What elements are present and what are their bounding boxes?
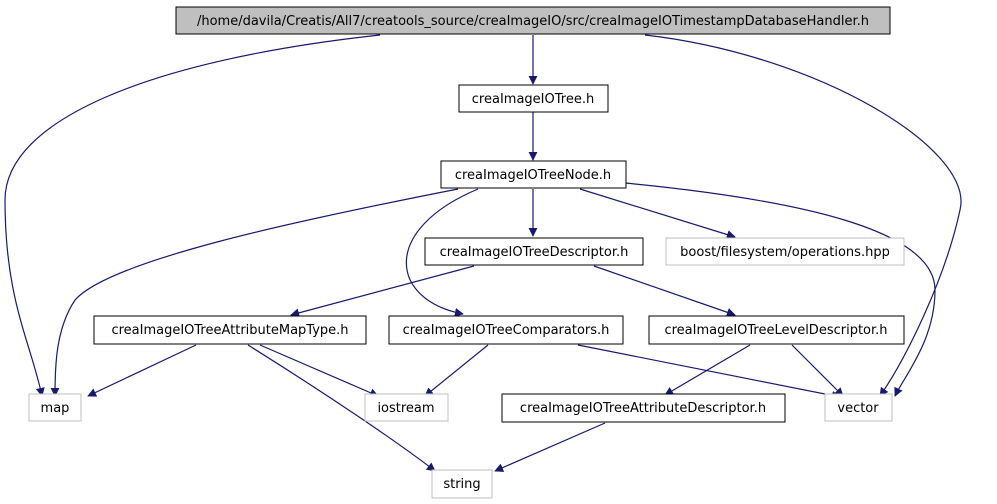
edge-comparators-vector [577, 344, 841, 400]
node-tree[interactable]: creaImageIOTree.h [458, 84, 609, 113]
node-root-file[interactable]: /home/davila/Creatis/All7/creatools_sour… [175, 6, 891, 35]
edge-attrmaptype-iostream [259, 344, 379, 397]
edge-leveldesc-vector [791, 344, 844, 397]
node-comparators-label: creaImageIOTreeComparators.h [403, 323, 610, 338]
edge-treenode-comparators [405, 188, 479, 317]
node-leveldesc[interactable]: creaImageIOTreeLevelDescriptor.h [648, 315, 905, 345]
node-comparators[interactable]: creaImageIOTreeComparators.h [388, 315, 624, 345]
node-map: map [28, 393, 82, 422]
node-iostream: iostream [364, 393, 449, 422]
node-boost-label: boost/filesystem/operations.hpp [680, 245, 890, 260]
node-string-label: string [443, 477, 480, 492]
node-boost: boost/filesystem/operations.hpp [665, 237, 905, 266]
node-map-label: map [41, 401, 70, 416]
edges [4, 34, 962, 472]
node-vector-label: vector [837, 401, 879, 416]
node-attrdesc[interactable]: creaImageIOTreeAttributeDescriptor.h [501, 393, 786, 423]
edge-treenode-boost [579, 188, 736, 239]
node-attrdesc-label: creaImageIOTreeAttributeDescriptor.h [520, 401, 766, 416]
edge-comparators-iostream [424, 344, 489, 397]
node-tree-label: creaImageIOTree.h [472, 92, 594, 107]
edge-attrmaptype-map [87, 344, 197, 397]
edge-attrdesc-string [494, 422, 606, 472]
node-iostream-label: iostream [377, 401, 434, 416]
edge-treenode-map [50, 188, 459, 397]
node-vector: vector [824, 393, 893, 422]
edge-root-vector [644, 34, 962, 397]
edge-treenode-vector [624, 182, 936, 397]
node-descriptor[interactable]: creaImageIOTreeDescriptor.h [424, 237, 644, 266]
node-leveldesc-label: creaImageIOTreeLevelDescriptor.h [664, 323, 887, 338]
node-treenode-label: creaImageIOTreeNode.h [455, 168, 611, 183]
edge-descriptor-attrmaptype [290, 265, 475, 318]
edge-attrmaptype-string [247, 344, 436, 472]
edge-root-map [4, 34, 381, 397]
node-attrmaptype-label: creaImageIOTreeAttributeMapType.h [111, 323, 348, 338]
node-string: string [431, 469, 493, 499]
node-root-label: /home/davila/Creatis/All7/creatools_sour… [197, 14, 869, 29]
node-treenode[interactable]: creaImageIOTreeNode.h [440, 160, 627, 189]
edge-descriptor-leveldesc [593, 265, 736, 317]
node-attrmaptype[interactable]: creaImageIOTreeAttributeMapType.h [93, 315, 367, 345]
edge-leveldesc-attrdesc [664, 344, 751, 396]
node-descriptor-label: creaImageIOTreeDescriptor.h [440, 245, 629, 260]
